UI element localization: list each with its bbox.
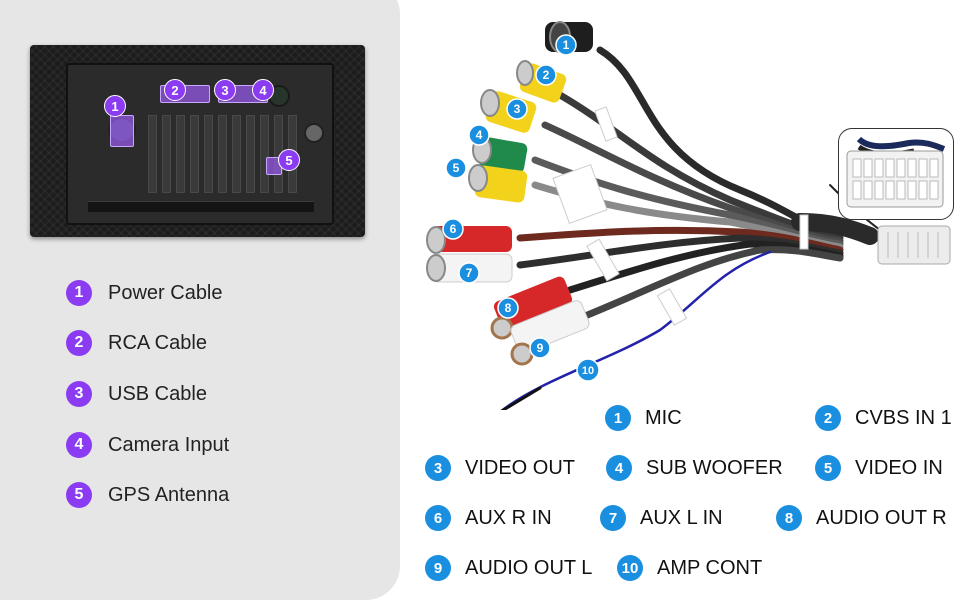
key-item-audio-out-l: 9 AUDIO OUT L [425,555,592,581]
aux-r-in-rca-red [426,226,512,254]
legend-number: 4 [66,432,92,458]
harness-marker-10 [576,358,600,382]
marker-3: 3 [214,79,236,101]
cable [576,246,844,322]
legend-item-power-cable: 1 Power Cable [66,278,223,308]
cable-label-tag [656,288,688,326]
harness-marker-8 [497,297,519,319]
harness-marker-4 [468,124,490,146]
cable [500,386,542,410]
legend-label: USB Cable [108,382,207,405]
legend-label: RCA Cable [108,331,207,354]
harness-marker-7-label: 7 [466,266,473,280]
key-item-video-out: 3 VIDEO OUT [425,455,575,481]
rib [204,115,213,193]
legend-label: Power Cable [108,281,223,304]
key-label: AUX L IN [640,506,723,529]
legend-number: 5 [66,482,92,508]
harness-marker-3-label: 3 [514,102,521,116]
rib [260,115,269,193]
key-number: 6 [425,505,451,531]
legend-number: 1 [66,280,92,306]
legend-item-gps-antenna: 5 GPS Antenna [66,480,229,510]
key-item-audio-out-r: 8 AUDIO OUT R [776,505,947,531]
legend-item-camera-input: 4 Camera Input [66,430,229,460]
harness-marker-4-label: 4 [476,128,483,142]
wiring-harness-photo: 1 2 3 4 5 6 7 8 9 10 [426,21,951,410]
key-number: 4 [606,455,632,481]
marker-2: 2 [164,79,186,101]
marker-5: 5 [278,149,300,171]
key-number: 2 [815,405,841,431]
legend-label: Camera Input [108,433,230,456]
rib [162,115,171,193]
power-connector-highlight [110,115,134,147]
harness-marker-9-label: 9 [537,341,544,355]
rib [176,115,185,193]
legend-label: GPS Antenna [108,483,230,506]
legend-number: 2 [66,330,92,356]
rib [190,115,199,193]
key-label: VIDEO OUT [465,456,576,479]
head-unit-back-photo: 1 2 3 4 5 [30,45,365,237]
screw-hole [304,123,324,143]
key-item-amp-cont: 10 AMP CONT [617,555,762,581]
key-label: MIC [645,406,682,429]
key-number: 9 [425,555,451,581]
key-number: 1 [605,405,631,431]
harness-marker-1-label: 1 [563,38,570,52]
key-label: CVBS IN 1 [855,406,952,429]
key-number: 8 [776,505,802,531]
bottom-slot [88,201,314,212]
legend-item-usb-cable: 3 USB Cable [66,379,207,409]
harness-marker-6-label: 6 [450,222,457,236]
key-label: SUB WOOFER [646,456,783,479]
rib [218,115,227,193]
harness-marker-7 [458,262,480,284]
legend-item-rca-cable: 2 RCA Cable [66,328,207,358]
key-label: AUDIO OUT L [465,556,593,579]
rib [148,115,157,193]
key-number: 7 [600,505,626,531]
key-item-video-in: 5 VIDEO IN [815,455,943,481]
key-label: VIDEO IN [855,456,943,479]
harness-marker-5 [445,157,467,179]
harness-marker-10-label: 10 [582,365,594,377]
harness-plug-pins [887,232,939,258]
cable-label-tag [586,238,620,282]
key-label: AMP CONT [657,556,763,579]
harness-marker-8-label: 8 [505,301,512,315]
audio-out-l-rca-white [510,300,590,366]
key-number: 10 [617,555,643,581]
marker-1: 1 [104,95,126,117]
connector-closeup-drawing [846,136,946,208]
harness-marker-5-label: 5 [453,161,460,175]
zip-tie [799,214,809,250]
cable-label-tag [552,163,608,225]
harness-marker-9 [529,337,551,359]
legend-number: 3 [66,381,92,407]
harness-marker-2-label: 2 [543,68,550,82]
key-item-aux-r-in: 6 AUX R IN [425,505,552,531]
video-in-rca-yellow [468,164,528,203]
marker-4: 4 [252,79,274,101]
rib [246,115,255,193]
key-item-cvbs-in-1: 2 CVBS IN 1 [815,405,952,431]
key-number: 3 [425,455,451,481]
key-item-mic: 1 MIC [605,405,682,431]
harness-marker-2 [535,64,557,86]
harness-plug [877,225,951,265]
key-number: 5 [815,455,841,481]
cable-label-tag [594,106,618,142]
key-label: AUDIO OUT R [816,506,947,529]
cable [516,226,844,254]
harness-marker-6 [442,218,464,240]
harness-marker-1 [555,34,577,56]
rib [232,115,241,193]
connector-closeup-inset [838,128,954,220]
key-item-sub-woofer: 4 SUB WOOFER [606,455,783,481]
key-label: AUX R IN [465,506,552,529]
harness-marker-3 [506,98,528,120]
key-item-aux-l-in: 7 AUX L IN [600,505,723,531]
